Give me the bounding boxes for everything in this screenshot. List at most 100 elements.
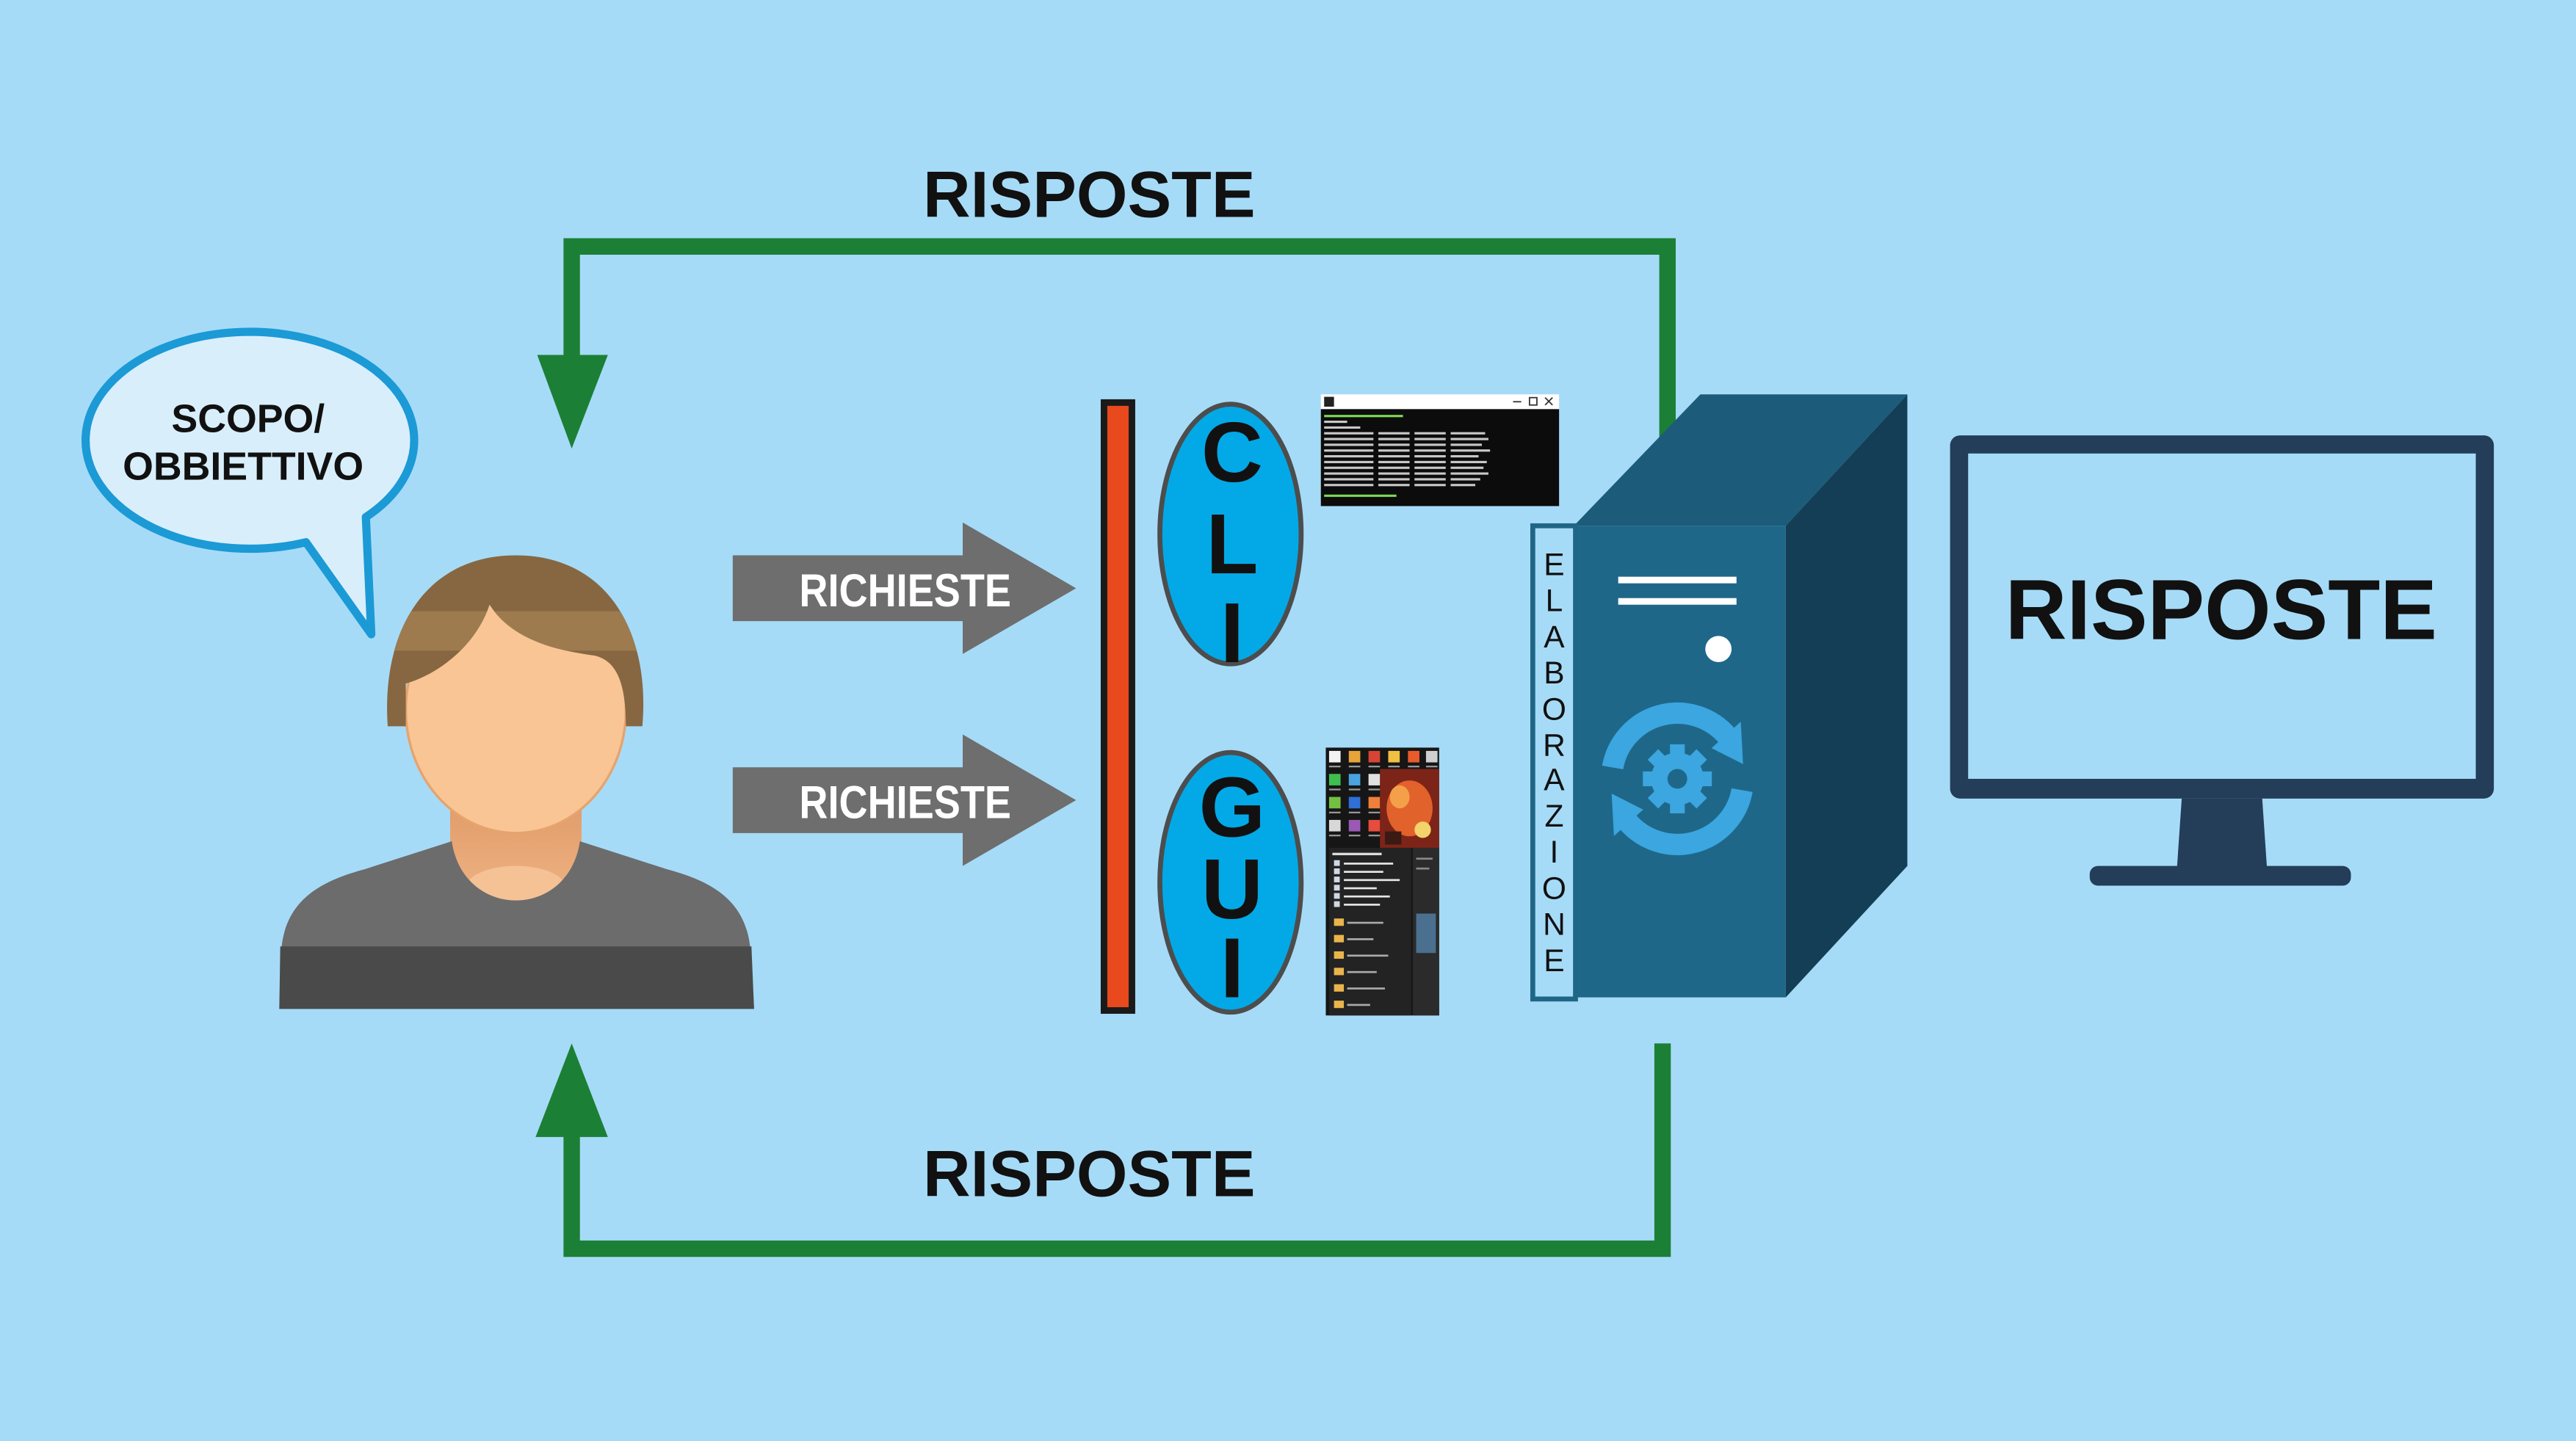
processing-letter: A	[1544, 620, 1565, 655]
gui-letter-i: I	[1220, 921, 1244, 1016]
terminal-text-line	[1414, 484, 1446, 487]
gui-interface: G U I	[1157, 749, 1304, 1016]
request-arrow-gui-label: RICHIESTE	[799, 777, 1011, 829]
terminal-close-icon	[1544, 397, 1553, 406]
gui-desktop-icon-label	[1368, 788, 1381, 791]
cli-letter-c: C	[1201, 404, 1263, 500]
terminal-text-line	[1450, 449, 1491, 452]
terminal-text-line	[1378, 443, 1410, 446]
processing-letter: B	[1544, 656, 1564, 691]
gear-hole	[1667, 769, 1687, 789]
terminal-text-line	[1414, 455, 1446, 458]
terminal-text-line	[1324, 432, 1374, 435]
terminal-text-line	[1414, 449, 1446, 452]
gui-folder-icon	[1334, 934, 1345, 943]
gui-desktop-icon	[1368, 750, 1381, 763]
gui-desktop-icon	[1348, 750, 1361, 763]
gui-folder-icon	[1334, 984, 1345, 992]
server-tower	[1574, 394, 1908, 998]
gui-list-line	[1344, 863, 1394, 865]
terminal-text-line	[1378, 460, 1410, 463]
gui-folder-icon	[1334, 1001, 1345, 1009]
terminal-text-line	[1378, 438, 1410, 440]
terminal-text-line	[1450, 484, 1476, 487]
gui-list-line	[1344, 904, 1381, 906]
gui-wallpaper-shape	[1384, 831, 1402, 845]
terminal-text-line	[1450, 432, 1486, 435]
terminal-text-line	[1324, 438, 1374, 440]
speech-bubble-line-1: SCOPO/	[171, 397, 325, 441]
gui-folder-icon	[1334, 968, 1345, 976]
terminal-maximize-icon	[1528, 396, 1538, 406]
cli-letter-i: I	[1220, 585, 1244, 680]
gui-screenshot	[1325, 747, 1439, 1016]
cli-letter-l: L	[1206, 496, 1258, 592]
gui-screenshot-content	[1328, 750, 1439, 1016]
request-arrow-cli-label: RICHIESTE	[799, 565, 1011, 617]
gui-desktop-icon-label	[1368, 811, 1381, 813]
processing-letter: A	[1544, 763, 1565, 798]
responses-arrowhead-bottom	[535, 1043, 608, 1137]
gui-desktop-icon	[1348, 796, 1361, 809]
gui-desktop-icon	[1425, 750, 1438, 763]
gui-desktop-icon-label	[1425, 766, 1438, 768]
user-hair	[387, 555, 644, 727]
responses-label-top: RISPOSTE	[923, 157, 1255, 231]
terminal-text-line	[1378, 455, 1410, 458]
terminal-text-line	[1414, 478, 1446, 481]
gui-desktop-icon	[1328, 774, 1341, 785]
sync-arrowhead-bottom	[1611, 794, 1643, 836]
server-side-face	[1785, 394, 1908, 998]
terminal-title-bar	[1320, 394, 1560, 410]
gui-list-line	[1347, 987, 1385, 990]
terminal-text-line	[1414, 472, 1446, 475]
processing-letter: L	[1546, 584, 1563, 619]
terminal-text-line	[1450, 438, 1488, 440]
user-avatar	[279, 555, 754, 1009]
gui-desktop-icon-label	[1388, 766, 1400, 768]
terminal-text-line	[1324, 478, 1374, 481]
terminal-text-line	[1414, 443, 1446, 446]
processing-letter: R	[1543, 729, 1566, 763]
gui-desktop-icon-label	[1348, 811, 1361, 813]
terminal-text-line	[1414, 466, 1446, 469]
gui-list-line	[1347, 921, 1383, 924]
terminal-text-line	[1378, 472, 1410, 475]
responses-arrowhead-top	[537, 355, 608, 449]
terminal-text-line	[1414, 432, 1446, 435]
gui-desktop-icon	[1368, 819, 1381, 832]
processing-letter: O	[1542, 871, 1566, 906]
terminal-text-line	[1450, 460, 1487, 463]
processing-letter: E	[1544, 944, 1564, 979]
user-body-lower-band	[279, 946, 754, 1009]
terminal-output	[1324, 415, 1491, 497]
gui-folder-icon	[1334, 918, 1345, 926]
gui-side-panel-line	[1416, 867, 1430, 870]
gui-desktop-icon-label	[1348, 835, 1361, 837]
gui-desktop-icon-label	[1368, 835, 1381, 837]
gui-list-line	[1344, 871, 1383, 873]
gui-desktop-icon	[1368, 796, 1381, 809]
gui-desktop-icon	[1368, 774, 1381, 785]
terminal-text-line	[1450, 472, 1488, 475]
gui-desktop-icon-label	[1408, 766, 1419, 768]
gui-list-icon	[1334, 885, 1340, 891]
gui-list-line	[1344, 879, 1400, 882]
processing-letter: O	[1542, 692, 1566, 727]
terminal-text-line	[1378, 432, 1410, 435]
terminal-text-line	[1324, 449, 1374, 452]
output-monitor: RISPOSTE	[1950, 435, 2494, 886]
gui-letter-g: G	[1199, 759, 1265, 854]
terminal-text-line	[1324, 443, 1374, 446]
gui-desktop-icon-label	[1328, 766, 1341, 768]
processing-letter: N	[1543, 908, 1566, 943]
gear-sync-icon	[1602, 703, 1753, 855]
processing-letter: E	[1544, 548, 1564, 582]
gui-letter-u: U	[1201, 841, 1263, 937]
gui-side-panel-preview	[1416, 913, 1436, 954]
gui-list-line	[1344, 887, 1377, 890]
terminal-text-line	[1324, 484, 1374, 487]
terminal-app-icon	[1324, 396, 1334, 407]
responses-loop-bottom: RISPOSTE	[535, 1043, 1671, 1257]
